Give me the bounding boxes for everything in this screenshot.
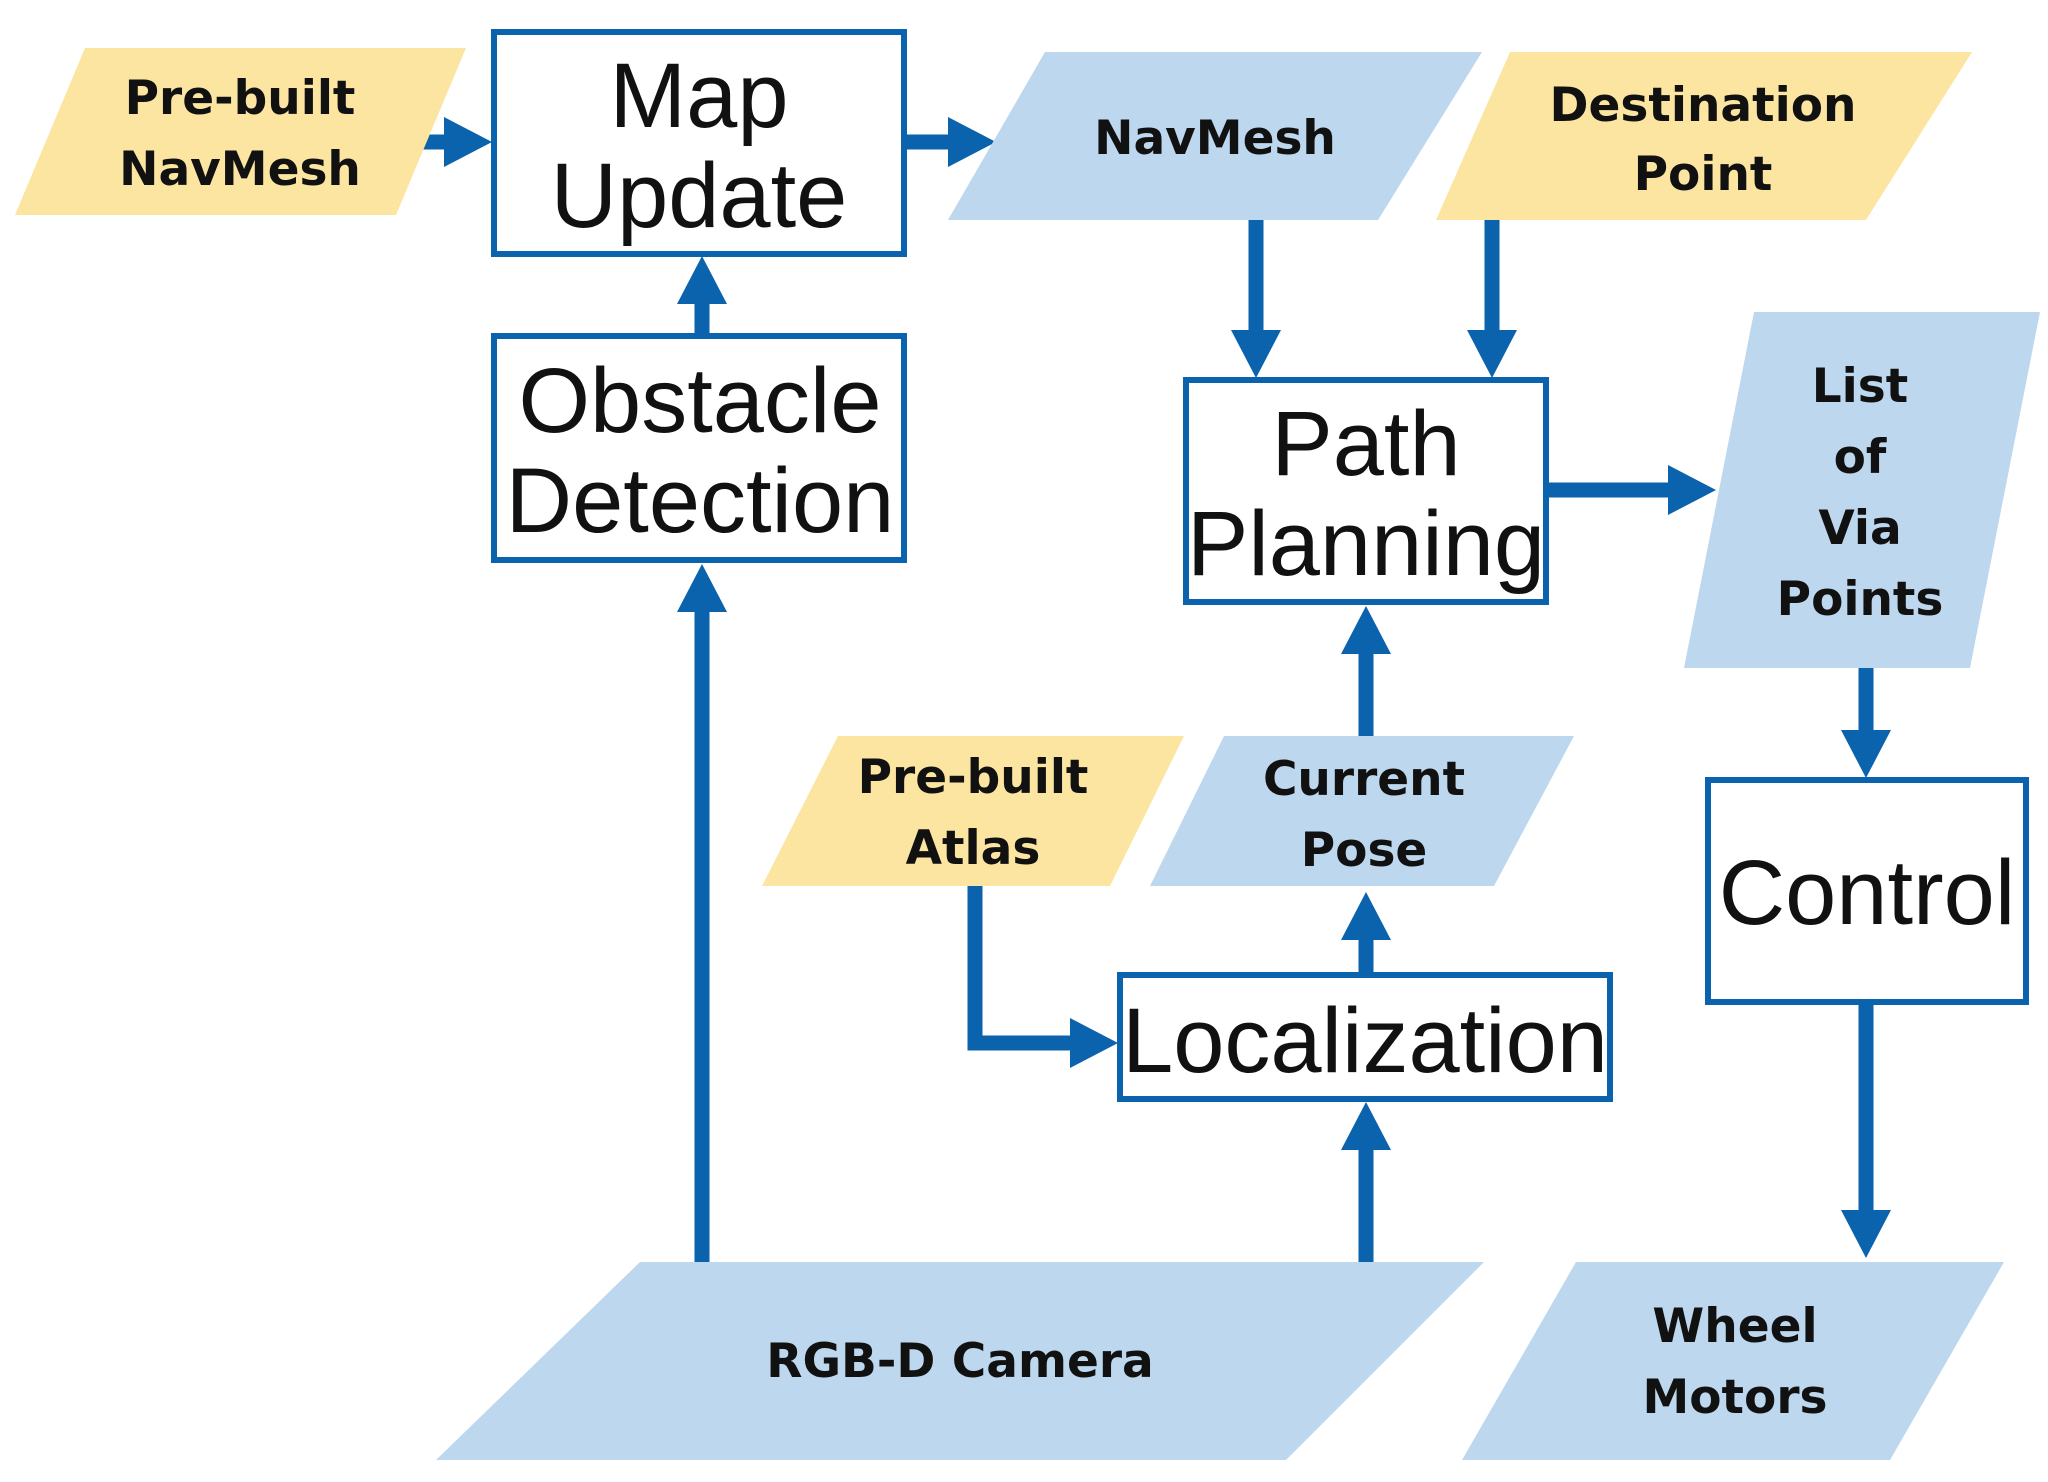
process-control: Control (1705, 777, 2029, 1005)
localization-label: Localization (1122, 990, 1608, 1092)
data-wheel-motors: Wheel Motors (1462, 1262, 2004, 1460)
prebuilt-navmesh-line-2: NavMesh (119, 142, 361, 197)
navmesh-label: NavMesh (1094, 111, 1336, 166)
wheel-motors-line-2: Motors (1643, 1370, 1828, 1425)
current-pose-line-2: Pose (1301, 823, 1428, 878)
prebuilt-atlas-shape (762, 736, 1184, 886)
prebuilt-navmesh-shape (15, 48, 466, 215)
data-via-points: List of Via Points (1684, 312, 2040, 668)
data-navmesh: NavMesh (948, 52, 1482, 220)
via-points-line-1: List (1812, 359, 1909, 414)
wheel-motors-line-1: Wheel (1652, 1299, 1817, 1354)
destination-point-line-1: Destination (1550, 78, 1857, 133)
data-rgbd-camera: RGB-D Camera (436, 1262, 1484, 1460)
destination-point-line-2: Point (1634, 147, 1773, 202)
path-planning-line-1: Path (1271, 393, 1460, 495)
via-points-line-2: of (1834, 430, 1887, 485)
path-planning-box (1183, 377, 1549, 605)
current-pose-line-1: Current (1263, 752, 1465, 807)
rgbd-camera-shape (436, 1262, 1484, 1460)
via-points-line-4: Points (1777, 572, 1944, 627)
connectors (402, 117, 1891, 1262)
path-planning-line-2: Planning (1187, 493, 1545, 595)
process-localization: Localization (1117, 972, 1613, 1102)
via-points-shape (1684, 312, 2040, 668)
prebuilt-navmesh-line-1: Pre-built (125, 71, 356, 126)
obstacle-detection-box (491, 333, 907, 563)
process-map-update: Map Update (491, 29, 907, 257)
wheel-motors-shape (1462, 1262, 2004, 1460)
via-points-line-3: Via (1818, 501, 1901, 556)
obstacle-detection-line-2: Detection (506, 450, 895, 552)
map-update-line-1: Map (610, 45, 789, 147)
rgbd-camera-label: RGB-D Camera (766, 1334, 1153, 1389)
current-pose-shape (1150, 736, 1574, 886)
control-label: Control (1719, 842, 2016, 944)
prebuilt-atlas-line-1: Pre-built (858, 750, 1089, 805)
navmesh-shape (948, 52, 1482, 220)
input-prebuilt-navmesh: Pre-built NavMesh (15, 48, 466, 215)
input-destination-point: Destination Point (1436, 52, 1972, 220)
map-update-box (491, 29, 907, 257)
destination-point-shape (1436, 52, 1972, 220)
process-obstacle-detection: Obstacle Detection (491, 333, 907, 563)
data-current-pose: Current Pose (1150, 736, 1574, 886)
control-box (1705, 777, 2029, 1005)
obstacle-detection-line-1: Obstacle (518, 350, 881, 452)
map-update-line-2: Update (551, 145, 848, 247)
prebuilt-atlas-line-2: Atlas (906, 821, 1041, 876)
input-prebuilt-atlas: Pre-built Atlas (762, 736, 1184, 886)
localization-box (1117, 972, 1613, 1102)
arrow-prebuilt-atlas-to-localization (967, 886, 1118, 1068)
process-path-planning: Path Planning (1183, 377, 1549, 605)
